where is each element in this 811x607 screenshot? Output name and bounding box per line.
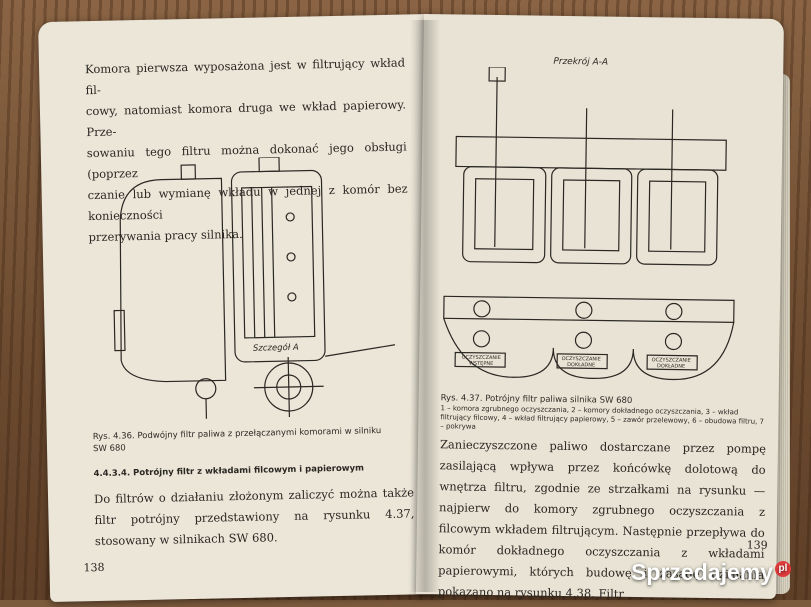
section-heading: 4.4.3.4. Potrójny filtr z wkładami filco… xyxy=(93,463,364,479)
left-body-text: Do filtrów o działaniu złożonym zaliczyć… xyxy=(94,482,415,552)
top-cap xyxy=(259,157,279,171)
paper-insert-1 xyxy=(563,180,620,251)
top-screw xyxy=(181,165,195,179)
filter-body-left xyxy=(117,178,225,382)
page-number-right: 139 xyxy=(747,539,768,552)
triple-filter-section-drawing xyxy=(434,66,757,280)
paper-insert-2 xyxy=(649,181,706,252)
section-label: Przekrój A-A xyxy=(553,56,608,69)
detail-label: Szczegół A xyxy=(253,342,299,355)
filter-body-right xyxy=(231,170,325,362)
right-page: Przekrój A-A xyxy=(416,14,784,599)
panel-label-2: OCZYSZCZANIE DOKŁADNE xyxy=(557,356,605,369)
intro-line: cowy, natomiast komora druga we wkład pa… xyxy=(86,94,407,143)
figure-caption-left: Rys. 4.36. Podwójny filtr paliwa z przeł… xyxy=(93,425,383,455)
intro-line: Komora pierwsza wyposażona jest w filtru… xyxy=(85,52,406,101)
double-filter-drawing xyxy=(81,154,416,421)
open-book: Komora pierwsza wyposażona jest w filtru… xyxy=(30,14,790,596)
figure-legend: 1 – komora zgrubnego oczyszczania, 2 – k… xyxy=(440,404,766,436)
detail-a-drawing xyxy=(253,356,324,417)
felt-insert xyxy=(475,179,534,250)
triple-filter-top-view xyxy=(433,286,754,390)
left-page: Komora pierwsza wyposażona jest w filtru… xyxy=(38,14,440,602)
watermark-text: Sprzedajemy xyxy=(631,559,773,585)
panel-label-3: OCZYSZCZANIE DOKŁADNE xyxy=(647,357,695,370)
valve-a xyxy=(196,379,216,399)
watermark-badge: pl xyxy=(775,561,791,577)
book-gutter xyxy=(410,20,440,592)
page-number-left: 138 xyxy=(83,561,104,574)
panel-label-1: OCZYSZCZANIE WSTĘPNE xyxy=(457,354,505,367)
